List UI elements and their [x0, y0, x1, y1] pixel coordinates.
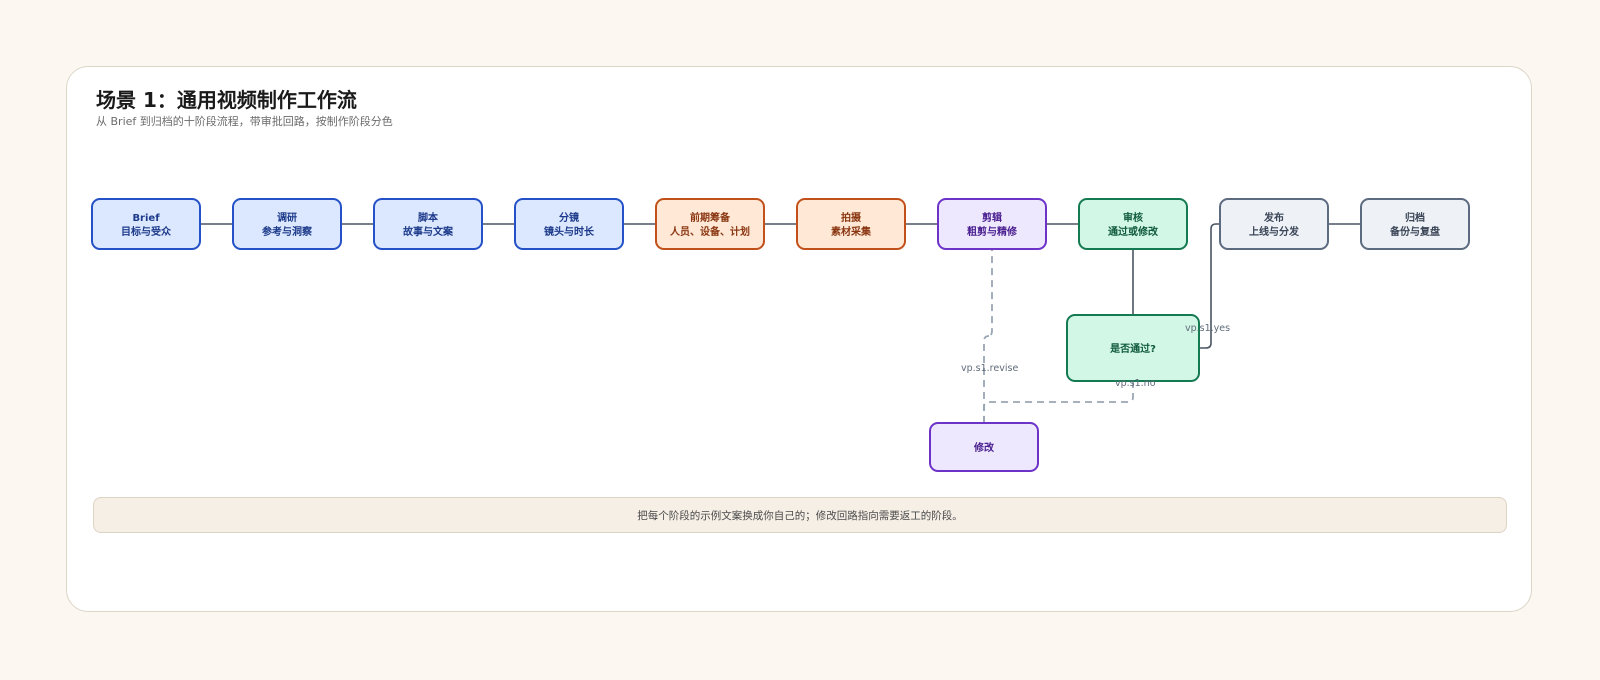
edge-decision-to-revise	[983, 381, 1134, 423]
node-box-script	[373, 198, 483, 250]
node-box-preproduction	[655, 198, 765, 250]
node-title-storyboard: 分镜	[559, 211, 579, 224]
node-title-preproduction: 前期筹备	[690, 211, 731, 224]
edge-label-decision-to-publish: vp.s1.yes	[1185, 323, 1230, 334]
node-title-shoot: 拍摄	[841, 211, 862, 224]
node-box-publish	[1219, 198, 1329, 250]
node-box-brief	[91, 198, 201, 250]
edge-revise-to-edit	[983, 249, 993, 423]
node-revise[interactable]: 修改	[929, 422, 1039, 472]
node-title-brief: Brief	[132, 213, 160, 224]
node-box-research	[232, 198, 342, 250]
node-box-decision	[1066, 314, 1200, 382]
node-title-decision: 是否通过?	[1109, 342, 1156, 355]
node-desc-archive: 备份与复盘	[1389, 225, 1440, 238]
node-title-edit: 剪辑	[982, 211, 1002, 224]
tip-banner: 把每个阶段的示例文案换成你自己的；修改回路指向需要返工的阶段。	[93, 497, 1507, 533]
node-box-archive	[1360, 198, 1470, 250]
node-desc-publish: 上线与分发	[1249, 225, 1300, 238]
node-box-revise	[929, 422, 1039, 472]
node-desc-review: 通过或修改	[1108, 225, 1159, 238]
node-title-research: 调研	[277, 211, 297, 224]
nodes-layer: Brief目标与受众调研参考与洞察脚本故事与文案分镜镜头与时长前期筹备人员、设备…	[91, 198, 1470, 472]
node-title-publish: 发布	[1263, 211, 1284, 224]
page-title: 场景 1：通用视频制作工作流	[96, 88, 357, 112]
node-desc-brief: 目标与受众	[121, 225, 172, 238]
tip-text: 把每个阶段的示例文案换成你自己的；修改回路指向需要返工的阶段。	[637, 509, 963, 522]
page-subtitle: 从 Brief 到归档的十阶段流程，带审批回路，按制作阶段分色	[96, 115, 393, 128]
node-desc-script: 故事与文案	[403, 225, 454, 238]
edges-layer	[200, 223, 1361, 423]
node-box-edit	[937, 198, 1047, 250]
node-desc-storyboard: 镜头与时长	[544, 225, 595, 238]
node-title-revise: 修改	[973, 441, 995, 454]
node-desc-research: 参考与洞察	[262, 225, 313, 238]
edge-label-decision-to-revise: vp.s1.no	[1115, 378, 1156, 389]
node-desc-edit: 粗剪与精修	[967, 225, 1018, 238]
edge-decision-to-publish	[1199, 223, 1220, 349]
node-desc-preproduction: 人员、设备、计划	[670, 225, 750, 238]
node-box-review	[1078, 198, 1188, 250]
labels-layer: vp.s1.yes vp.s1.no vp.s1.revise	[961, 323, 1230, 389]
node-box-shoot	[796, 198, 906, 250]
node-title-archive: 归档	[1405, 211, 1425, 224]
edge-label-revise-to-edit: vp.s1.revise	[961, 363, 1018, 374]
node-title-script: 脚本	[418, 211, 439, 224]
node-desc-shoot: 素材采集	[831, 225, 872, 238]
node-title-review: 审核	[1123, 211, 1143, 224]
node-box-storyboard	[514, 198, 624, 250]
node-decision[interactable]: 是否通过?	[1066, 314, 1200, 382]
